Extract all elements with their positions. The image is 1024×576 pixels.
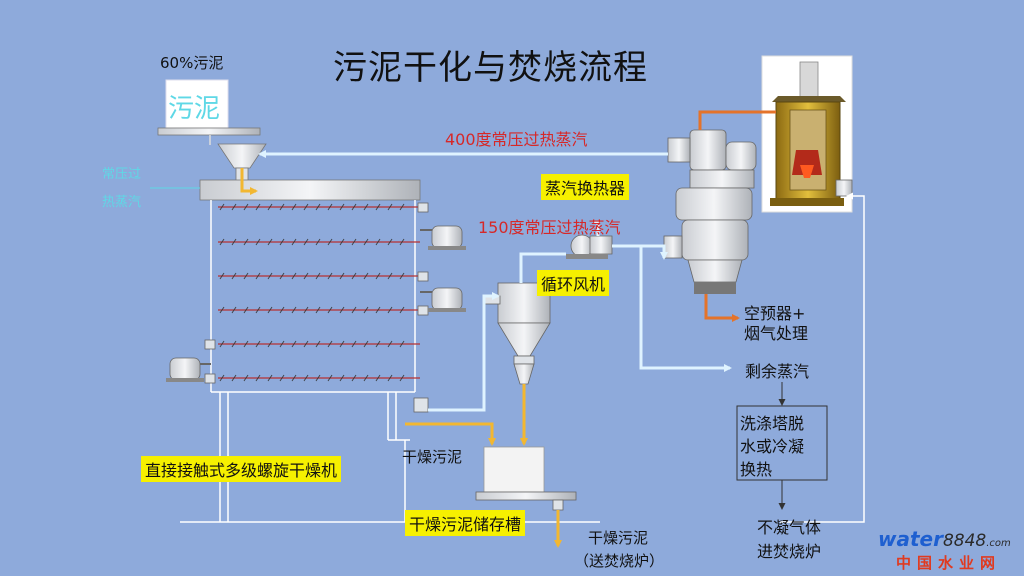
- preheater-label-line2: 烟气处理: [744, 324, 809, 343]
- sludge-60-label: 60%污泥: [160, 54, 224, 72]
- wash-tower-line1: 洗涤塔脱: [740, 414, 805, 433]
- watermark-suffix: .com: [986, 538, 1011, 549]
- sludge-bin-label: 污泥: [168, 94, 221, 124]
- steam-exchanger-label: 蒸汽换热器: [541, 174, 630, 200]
- watermark-logo: water8848.com: [878, 527, 1011, 551]
- hot-gas-lines: [698, 110, 776, 322]
- page-title: 污泥干化与焚烧流程: [333, 48, 648, 88]
- dryer-outlet: [413, 397, 429, 413]
- storage-tank-label: 干燥污泥储存槽: [405, 510, 526, 536]
- drive-motors: [166, 225, 466, 382]
- watermark-subtitle: 中国水业网: [896, 554, 1002, 572]
- steam-heat-exchanger: [663, 129, 757, 294]
- dried-sludge-label: 干燥污泥: [402, 448, 463, 466]
- noncondensable-return-line: [780, 192, 865, 523]
- incinerator: [761, 55, 853, 213]
- cyclone-separator: [483, 282, 551, 385]
- sludge-lines: [240, 168, 562, 548]
- steam-inlet-label-line1: 常压过: [102, 167, 142, 182]
- preheater-label-line1: 空预器+: [744, 304, 806, 323]
- wash-tower-line3: 换热: [740, 460, 773, 479]
- noncondensable-label-line2: 进焚烧炉: [757, 542, 822, 561]
- watermark-brand: water: [878, 527, 943, 551]
- surplus-steam-label: 剩余蒸汽: [745, 362, 810, 381]
- circulating-fan: [566, 234, 613, 259]
- circulating-fan-label: 循环风机: [537, 270, 610, 296]
- sludge-bin: [157, 79, 261, 145]
- dried-out-label-line2: （送焚烧炉）: [574, 552, 665, 570]
- screw-conveyors: [204, 202, 429, 384]
- watermark-digits: 8848: [942, 531, 987, 551]
- steam-lines: [258, 150, 732, 412]
- dryer-name-label: 直接接触式多级螺旋干燥机: [141, 456, 342, 482]
- storage-tank: [475, 446, 577, 511]
- dried-out-label-line1: 干燥污泥: [588, 529, 649, 547]
- wash-tower-line2: 水或冷凝: [740, 437, 805, 456]
- steam-inlet-label-line2: 热蒸汽: [102, 195, 142, 210]
- noncondensable-label-line1: 不凝气体: [757, 518, 822, 537]
- steam-400-label: 400度常压过热蒸汽: [445, 130, 588, 149]
- wash-tower-text: 洗涤塔脱 水或冷凝 换热: [740, 412, 820, 481]
- dryer-frame: [180, 179, 600, 523]
- steam-150-label: 150度常压过热蒸汽: [478, 218, 621, 237]
